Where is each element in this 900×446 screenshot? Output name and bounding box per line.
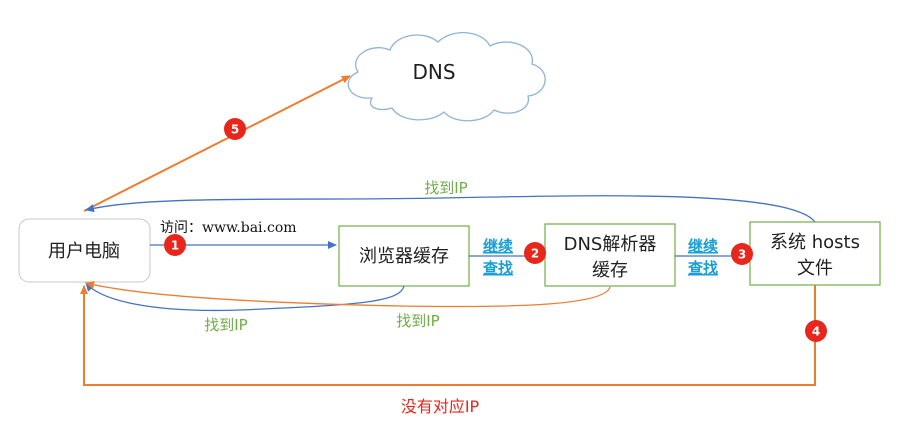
user-pc-label: 用户电脑 (48, 241, 120, 262)
step-badge-3-text: 3 (738, 248, 746, 262)
dns-cloud-label: DNS (412, 60, 455, 84)
arrow-found-ip-browser (85, 282, 405, 312)
found-ip-bottom-mid-label: 找到IP (396, 312, 439, 330)
continue-search-2-line1: 继续 (688, 237, 718, 255)
browser-cache-node: 浏览器缓存 (338, 225, 470, 287)
step-badge-5-text: 5 (231, 123, 239, 137)
found-ip-bottom-left-label: 找到IP (204, 316, 247, 334)
arrow-found-ip-resolver (85, 280, 611, 308)
continue-search-1-line2: 查找 (483, 259, 513, 277)
user-pc-box (18, 218, 151, 283)
dns-resolver-cache-label-line2: 缓存 (592, 260, 628, 281)
hosts-file-label-line1: 系统 hosts (770, 232, 860, 253)
found-ip-top-label: 找到IP (424, 179, 467, 197)
visit-label: 访问：www.bai.com (160, 220, 297, 236)
arrow-found-ip-top (85, 195, 816, 223)
arrow-to-dns (83, 75, 351, 212)
dns-resolver-cache-box (544, 223, 676, 287)
cloud-shape (347, 31, 546, 122)
dns-resolver-cache-node: DNS解析器 缓存 (544, 223, 676, 287)
arrow-no-match (80, 285, 816, 386)
step-badge-4: 4 (805, 320, 827, 342)
step-badge-1: 1 (164, 234, 186, 256)
continue-search-2-line2: 查找 (688, 259, 718, 277)
step-badge-2: 2 (524, 242, 546, 264)
no-match-ip-label: 没有对应IP (401, 397, 480, 416)
hosts-file-node: 系统 hosts 文件 (749, 221, 881, 286)
step-badge-1-text: 1 (171, 239, 179, 253)
browser-cache-label: 浏览器缓存 (359, 246, 449, 267)
dns-cloud: DNS (347, 31, 546, 122)
step-badge-4-text: 4 (812, 325, 820, 339)
step-badge-3: 3 (731, 243, 753, 265)
user-pc-node: 用户电脑 (18, 218, 151, 283)
hosts-file-label-line2: 文件 (797, 258, 833, 279)
continue-search-1-line1: 继续 (483, 237, 513, 255)
step-badge-2-text: 2 (531, 247, 539, 261)
dns-resolver-cache-label-line1: DNS解析器 (564, 234, 657, 255)
step-badge-5: 5 (224, 118, 246, 140)
